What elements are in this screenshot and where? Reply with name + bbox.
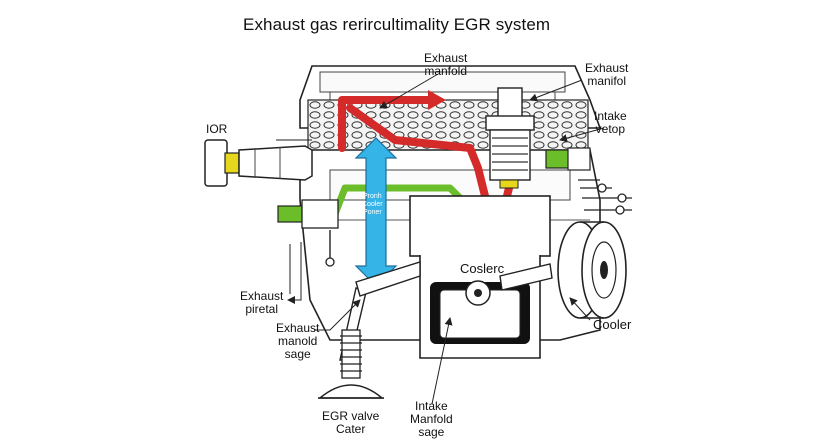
label-cooler-center: Coslerc xyxy=(460,261,505,276)
label-exhaust-manifold-top: Exhaust manfold xyxy=(424,51,468,78)
label-exhaust-pipetal: Exhaust piretal xyxy=(240,289,284,316)
egr-cooler-stack xyxy=(485,87,535,189)
right-pulley xyxy=(557,221,627,319)
ior-intake-tube xyxy=(204,139,313,187)
egr-valve-bellows xyxy=(317,329,385,399)
label-intake-manfold-sage: Intake Manfold sage xyxy=(410,399,453,439)
label-exhaust-manifold-right: Exhaust manifol xyxy=(585,61,629,88)
label-exhaust-manold-sage: Exhaust manold sage xyxy=(276,321,320,361)
label-cooler-right: Cooler xyxy=(593,317,632,332)
right-fitting xyxy=(567,147,591,171)
label-flow-arrow-text: Pronh Cooler Poner xyxy=(362,193,383,216)
label-intake-vetop: Intake vetop xyxy=(594,109,627,136)
label-egr-valve-cater: EGR valve Cater xyxy=(322,409,380,436)
diagram-title: Exhaust gas rerircultimality EGR system xyxy=(243,15,551,34)
label-ior: IOR xyxy=(206,122,228,136)
side-bolts xyxy=(578,179,632,215)
left-fitting xyxy=(301,199,339,229)
left-green-connector xyxy=(277,205,303,223)
leader-lines xyxy=(287,73,605,405)
right-green-connector xyxy=(545,149,571,169)
egr-arrow-head xyxy=(428,90,446,110)
